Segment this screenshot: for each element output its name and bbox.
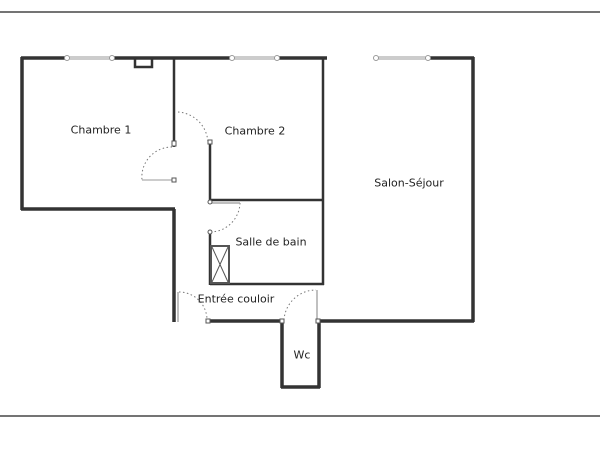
door-leaves [177,202,318,322]
shower-icon [210,245,230,284]
door-hinges [171,139,321,324]
room-label-wc: Wc [293,348,311,362]
room-label-chambre-2: Chambre 2 [224,124,286,138]
room-label-salon-sejour: Salon-Séjour [374,176,444,190]
exterior-walls [20,56,475,389]
room-label-chambre-1: Chambre 1 [70,123,132,137]
room-label-salle-de-bain: Salle de bain [235,235,307,249]
door-arcs [141,111,317,321]
room-label-entree-couloir: Entrée couloir [197,292,275,306]
windows [64,55,431,61]
